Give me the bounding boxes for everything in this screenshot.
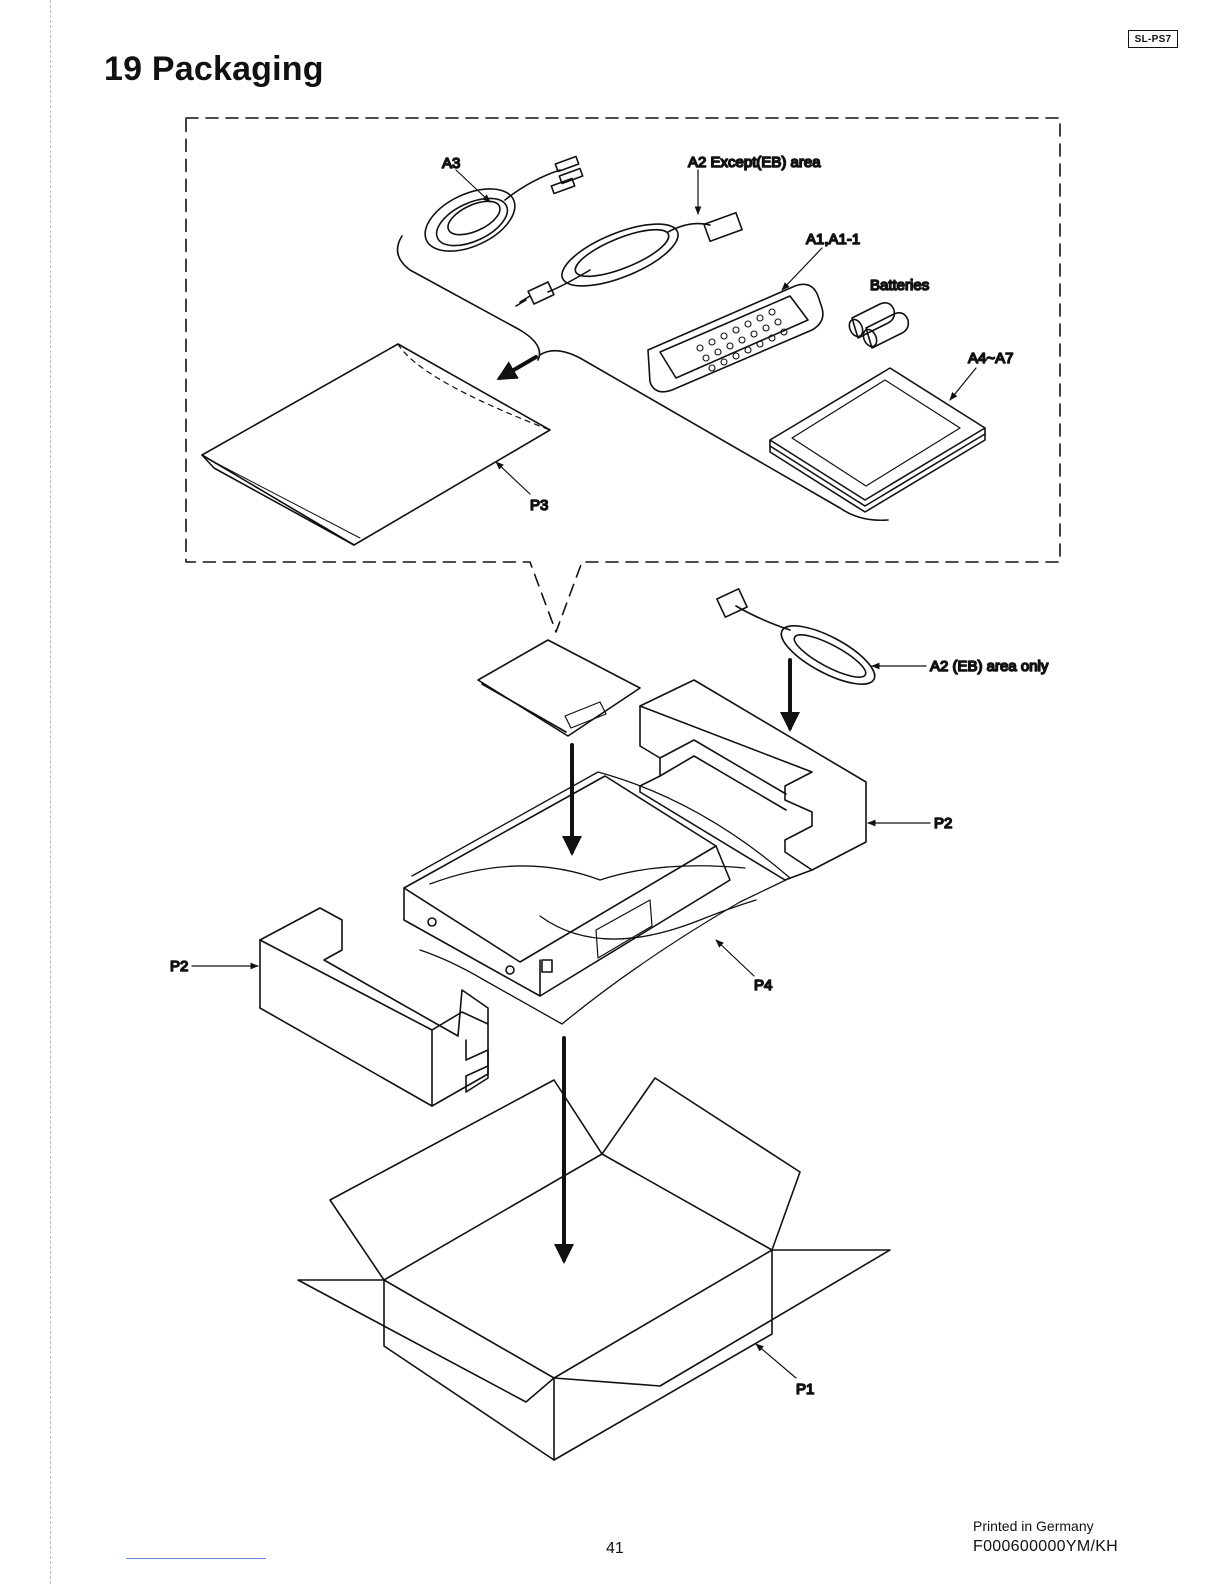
insert-arrow	[500, 357, 536, 378]
batteries-icon	[847, 303, 909, 349]
label-p1: P1	[796, 1381, 814, 1398]
label-a1: A1,A1-1	[806, 231, 860, 248]
carton-p1	[298, 1078, 890, 1460]
accessory-bag	[478, 640, 640, 736]
label-a2-except-eb: A2 Except(EB) area	[688, 154, 821, 171]
document-code: F000600000YM/KH	[973, 1538, 1118, 1556]
label-p3: P3	[530, 497, 548, 514]
label-p4: P4	[754, 977, 772, 994]
label-a2-eb-only: A2 (EB) area only	[930, 658, 1049, 675]
label-p2-right: P2	[934, 815, 952, 832]
label-a3: A3	[442, 155, 460, 172]
foam-cushion-p2-right	[640, 680, 866, 880]
foam-cushion-p2-left	[260, 908, 488, 1106]
label-p2-left: P2	[170, 958, 188, 975]
label-a4-a7: A4~A7	[968, 350, 1013, 367]
accessories-enclosure	[186, 118, 1060, 632]
mains-cable-a2	[516, 211, 742, 306]
poly-bag-p3	[202, 344, 550, 545]
mains-cable-a2-eb	[717, 589, 882, 695]
page-number: 41	[606, 1540, 624, 1558]
footer-link-line	[126, 1558, 266, 1559]
printed-in-note: Printed in Germany	[973, 1518, 1094, 1534]
poly-bag-p4	[412, 772, 790, 1024]
remote-control-a1	[648, 284, 823, 391]
label-batteries: Batteries	[870, 277, 929, 294]
leader-lines	[192, 170, 976, 1378]
group-outline	[398, 236, 889, 520]
manuals-a4-a7	[770, 368, 985, 512]
av-cable-a3	[416, 156, 583, 263]
